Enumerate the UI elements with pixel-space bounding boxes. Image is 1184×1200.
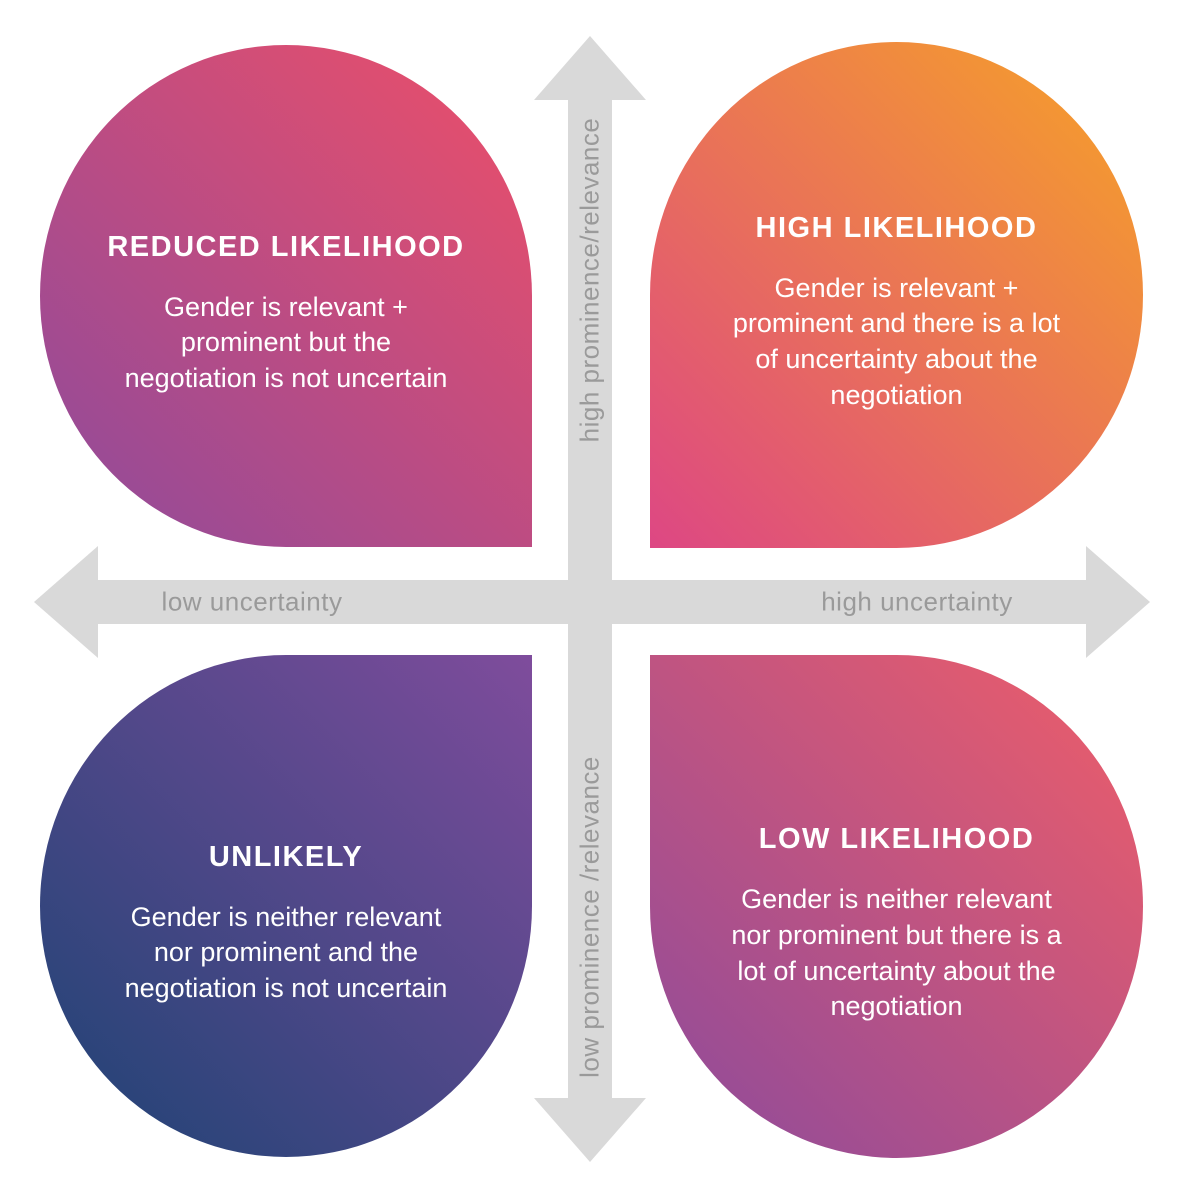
axis-label-low-uncertainty: low uncertainty <box>161 586 343 617</box>
quadrant-low-likelihood: LOW LIKELIHOOD Gender is neither relevan… <box>650 655 1143 1158</box>
quadrant-reduced-likelihood: REDUCED LIKELIHOOD Gender is relevant + … <box>40 45 532 547</box>
quadrant-title: REDUCED LIKELIHOOD <box>107 230 465 263</box>
arrow-down-icon <box>534 1098 646 1162</box>
quadrant-title: LOW LIKELIHOOD <box>758 823 1035 856</box>
quadrant-description: Gender is relevant + prominent and there… <box>732 272 1061 410</box>
quadrant-description: Gender is neither relevant nor prominent… <box>124 901 448 1003</box>
quadrant-title: HIGH LIKELIHOOD <box>755 211 1038 244</box>
quadrant-title: UNLIKELY <box>208 840 364 873</box>
quadrant-high-likelihood: HIGH LIKELIHOOD Gender is relevant + pro… <box>650 42 1143 548</box>
horizontal-axis-shaft <box>96 580 1088 624</box>
quadrant-unlikely: UNLIKELY Gender is neither relevant nor … <box>40 655 532 1157</box>
axis-label-low-prominence: low prominence /relevance <box>574 756 605 1078</box>
arrow-up-icon <box>534 36 646 100</box>
arrow-left-icon <box>34 546 98 658</box>
quadrant-description: Gender is neither relevant nor prominent… <box>731 884 1062 1022</box>
axis-label-high-prominence: high prominence/relevance <box>574 117 605 443</box>
arrow-right-icon <box>1086 546 1150 658</box>
axis-label-high-uncertainty: high uncertainty <box>821 586 1013 617</box>
quadrant-description: Gender is relevant + prominent but the n… <box>124 291 448 393</box>
